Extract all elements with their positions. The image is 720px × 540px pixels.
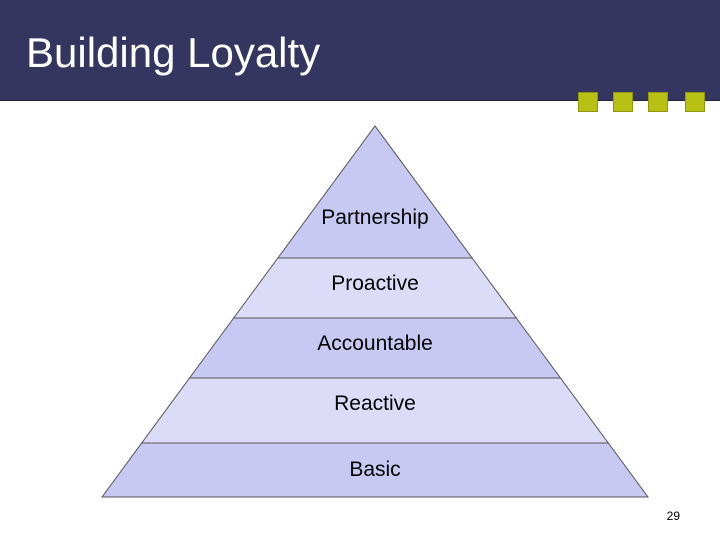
pyramid-label-partnership: Partnership xyxy=(321,206,428,229)
pyramid-label-accountable: Accountable xyxy=(317,332,433,355)
slide-title: Building Loyalty xyxy=(26,29,321,76)
pyramid-label-basic: Basic xyxy=(349,458,400,481)
slide-number: 29 xyxy=(666,509,680,523)
accent-square xyxy=(578,92,598,112)
title-bar: Building Loyalty xyxy=(0,0,720,101)
accent-square xyxy=(685,92,705,112)
pyramid-tier-partnership xyxy=(276,125,474,259)
accent-squares xyxy=(0,92,720,112)
pyramid-tier-basic xyxy=(101,442,649,498)
accent-square xyxy=(648,92,668,112)
pyramid-label-proactive: Proactive xyxy=(331,272,419,295)
pyramid-label-reactive: Reactive xyxy=(334,392,416,415)
accent-square xyxy=(613,92,633,112)
